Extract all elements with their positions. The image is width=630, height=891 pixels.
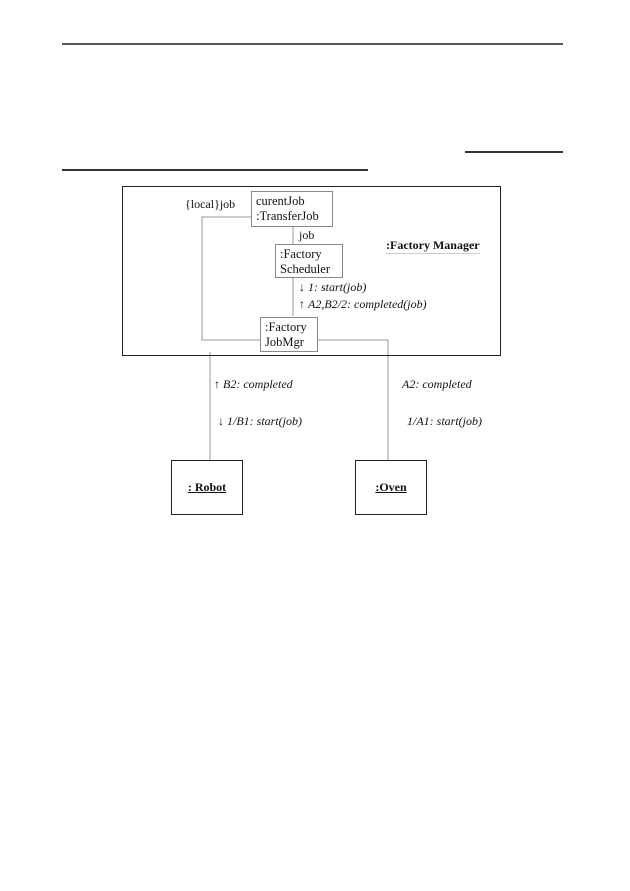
oven-completed-text: A2: completed — [402, 377, 472, 391]
underline-fragment-right — [465, 151, 563, 153]
job-mgr-line1: :Factory — [265, 320, 307, 334]
robot-message-completed: ↑ B2: completed — [214, 377, 293, 392]
underline-fragment-left — [62, 169, 368, 171]
arrow-down-icon: ↓ — [299, 280, 305, 294]
transfer-job-line2: :TransferJob — [256, 209, 319, 223]
scheduler-line1: :Factory — [280, 247, 322, 261]
message-completed: ↑ A2,B2/2: completed(job) — [299, 297, 427, 312]
job-mgr-object: :Factory JobMgr — [260, 317, 318, 352]
arrow-up-icon: ↑ — [214, 377, 220, 391]
robot-object: : Robot — [171, 460, 243, 515]
arrow-down-icon: ↓ — [218, 414, 224, 428]
arrow-up-icon: ↑ — [299, 297, 305, 311]
oven-start-text: 1/A1: start(job) — [407, 414, 482, 428]
scheduler-line2: Scheduler — [280, 262, 330, 276]
message-start-text: 1: start(job) — [308, 280, 367, 294]
factory-manager-frame — [122, 186, 501, 356]
robot-message-start: ↓ 1/B1: start(job) — [218, 414, 302, 429]
scheduler-object: :Factory Scheduler — [275, 244, 343, 278]
job-mgr-line2: JobMgr — [265, 335, 304, 349]
header-rule — [62, 43, 563, 45]
transfer-job-object: curentJob :TransferJob — [251, 191, 333, 227]
robot-start-text: 1/B1: start(job) — [227, 414, 302, 428]
frame-label: :Factory Manager — [386, 238, 480, 254]
message-completed-text: A2,B2/2: completed(job) — [308, 297, 427, 311]
local-job-label: {local}job — [185, 197, 236, 211]
oven-object: :Oven — [355, 460, 427, 515]
job-link-label: job — [299, 228, 315, 242]
message-start: ↓ 1: start(job) — [299, 280, 366, 295]
transfer-job-line1: curentJob — [256, 194, 305, 208]
robot-completed-text: B2: completed — [223, 377, 293, 391]
